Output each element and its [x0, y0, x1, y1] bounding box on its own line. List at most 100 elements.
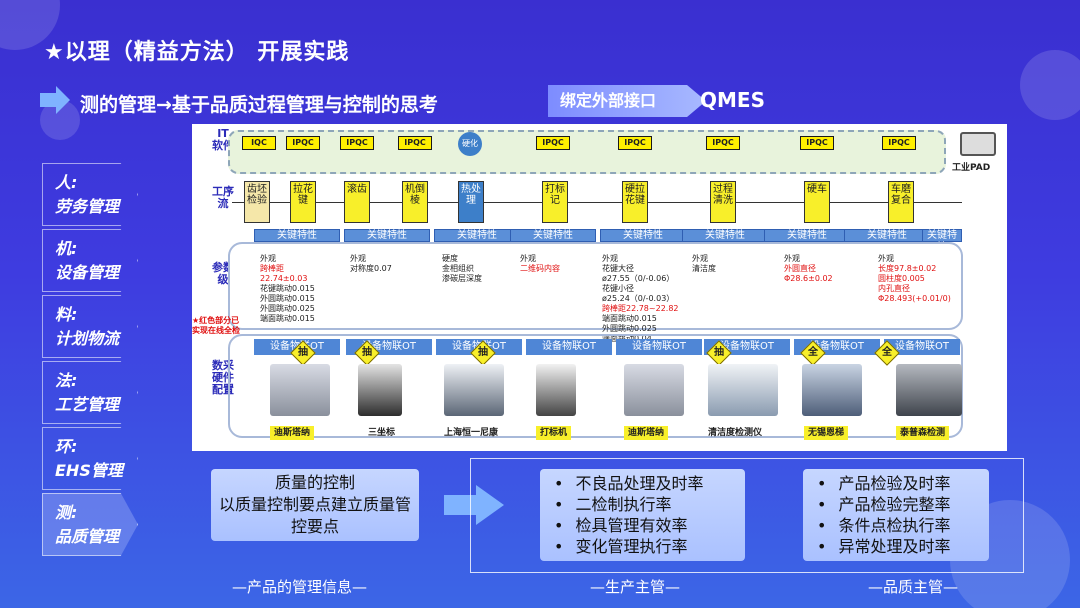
param-value: ø27.55（0/-0.06） [602, 274, 675, 283]
diamond-text: 全 [808, 347, 818, 358]
nav-item-method[interactable]: 法: 工艺管理 [42, 361, 138, 424]
process-node: 车磨复合 [888, 181, 914, 223]
param-value: 金相组织 [442, 264, 474, 273]
parameter-column: 外观对称度0.07 [350, 254, 392, 274]
nav-item-equipment[interactable]: 机: 设备管理 [42, 229, 138, 292]
hardware-lane [228, 334, 963, 438]
process-node: 齿坯检验 [244, 181, 270, 223]
bind-external-interface-button[interactable]: 绑定外部接口 [548, 85, 706, 117]
qmes-label: QMES [700, 88, 765, 112]
param-value: 花键跳动0.015 [260, 284, 315, 293]
ipqc-tag: IPQC [536, 136, 570, 150]
tablet-label: 工业PAD [952, 163, 991, 173]
nav-key: 法: [55, 371, 78, 390]
param-value: 外观 [784, 254, 800, 263]
slide-title: ★以理（精益方法） 开展实践 [44, 40, 350, 65]
device-image [270, 364, 330, 416]
process-diagram: IT软件 工序流 参数级 数采硬件配置 IQC IPQC IPQC IPQC I… [192, 124, 1007, 451]
ipqc-tag: IPQC [398, 136, 432, 150]
param-value-critical: 二维码内容 [520, 264, 560, 273]
ipqc-tag: IPQC [706, 136, 740, 150]
device-image [708, 364, 778, 416]
quality-control-box: 质量的控制 以质量控制要点建立质量管控要点 [211, 469, 419, 541]
param-value: 渗碳层深度 [442, 274, 482, 283]
param-value: 外观 [692, 254, 708, 263]
param-value-critical: 跨棒距22.78~22.82 [602, 304, 679, 313]
list-item: 变化管理执行率 [554, 536, 745, 557]
param-value: 清洁度 [692, 264, 716, 273]
nav-item-material[interactable]: 料: 计划物流 [42, 295, 138, 358]
nav-key: 环: [55, 437, 78, 456]
key-feature-label: 关键特性 [344, 229, 430, 242]
diamond-text: 抽 [714, 347, 724, 358]
footer-product-info: —产品的管理信息— [232, 578, 368, 596]
process-node: 硬拉花键 [622, 181, 648, 223]
diamond-text: 抽 [478, 347, 488, 358]
device-image [444, 364, 504, 416]
quality-kpi-list: 产品检验及时率 产品检验完整率 条件点检执行率 异常处理及时率 [803, 469, 989, 561]
param-value-critical: 长度97.8±0.02 [878, 264, 937, 273]
parameter-column: 硬度金相组织渗碳层深度 [442, 254, 482, 284]
bokeh-decoration [1020, 50, 1080, 120]
ot-label: 设备物联OT [526, 339, 612, 355]
online-inspection-note: ★红色部分已实现在线全检 [192, 316, 240, 335]
row-label-process: 工序流 [212, 185, 234, 210]
param-value: 外圆跳动0.025 [602, 324, 657, 333]
param-value: 外观 [878, 254, 894, 263]
device-label: 上海恒一尼康 [444, 428, 499, 438]
param-value-critical: 外圆直径 [784, 264, 816, 273]
device-label: 泰普森检测 [896, 426, 950, 440]
hardening-marker: 硬化 [458, 132, 482, 156]
nav-item-labor[interactable]: 人: 劳务管理 [42, 163, 138, 226]
ipqc-tag: IPQC [882, 136, 916, 150]
param-value-critical: Φ28.493(+0.01/0) [878, 294, 951, 303]
list-item: 不良品处理及时率 [554, 473, 745, 494]
quality-title: 质量的控制 [274, 473, 355, 492]
arrow-right-icon [444, 485, 504, 525]
param-value: 端面跳动0.04 [602, 334, 679, 344]
device-image [358, 364, 402, 416]
device-label: 迪斯塔纳 [270, 426, 315, 440]
ipqc-tag: IPQC [618, 136, 652, 150]
device-image [536, 364, 576, 416]
param-value-critical: 圆柱度0.005 [878, 274, 925, 283]
nav-label: 劳务管理 [55, 197, 120, 216]
iqc-tag: IQC [242, 136, 276, 150]
param-value: ø25.24（0/-0.03） [602, 294, 675, 303]
parameter-column: 外观二维码内容 [520, 254, 560, 274]
kpi-frame [470, 458, 1024, 573]
key-feature-label: 关键特性 [510, 229, 596, 242]
param-value: 对称度0.07 [350, 264, 392, 273]
key-feature-label: 关键特性 [922, 229, 962, 253]
process-node: 打标记 [542, 181, 568, 223]
nav-key: 料: [55, 305, 78, 324]
device-label: 三坐标 [368, 428, 396, 438]
process-node: 拉花键 [290, 181, 316, 223]
param-value: 外观 [520, 254, 536, 263]
list-item: 产品检验完整率 [817, 494, 989, 515]
param-value: 端面跳动0.015 [602, 314, 657, 323]
ot-label: 设备物联OT [884, 339, 960, 355]
nav-item-measurement[interactable]: 测: 品质管理 [42, 493, 138, 556]
key-feature-label: 关键特性 [434, 229, 520, 242]
production-kpi-list: 不良品处理及时率 二检制执行率 检具管理有效率 变化管理执行率 [540, 469, 745, 561]
footer-quality-manager: —品质主管— [868, 578, 959, 596]
ot-label: 设备物联OT [616, 339, 702, 355]
diamond-text: 全 [882, 347, 892, 358]
flow-line [232, 202, 962, 203]
it-software-band [228, 130, 946, 174]
param-value-critical: 22.74±0.03 [260, 274, 308, 283]
key-feature-label: 关键特性 [844, 229, 930, 242]
param-value-critical: 跨棒距 [260, 264, 284, 273]
nav-key: 测: [55, 503, 78, 522]
ipqc-tag: IPQC [286, 136, 320, 150]
process-node: 热处理 [458, 181, 484, 223]
device-image [896, 364, 962, 416]
param-value: 外圆跳动0.015 [260, 294, 315, 303]
nav-item-environment[interactable]: 环: EHS管理 [42, 427, 138, 490]
process-node: 滚齿 [344, 181, 370, 223]
key-feature-label: 关键特性 [600, 229, 686, 242]
diamond-text: 抽 [362, 347, 372, 358]
